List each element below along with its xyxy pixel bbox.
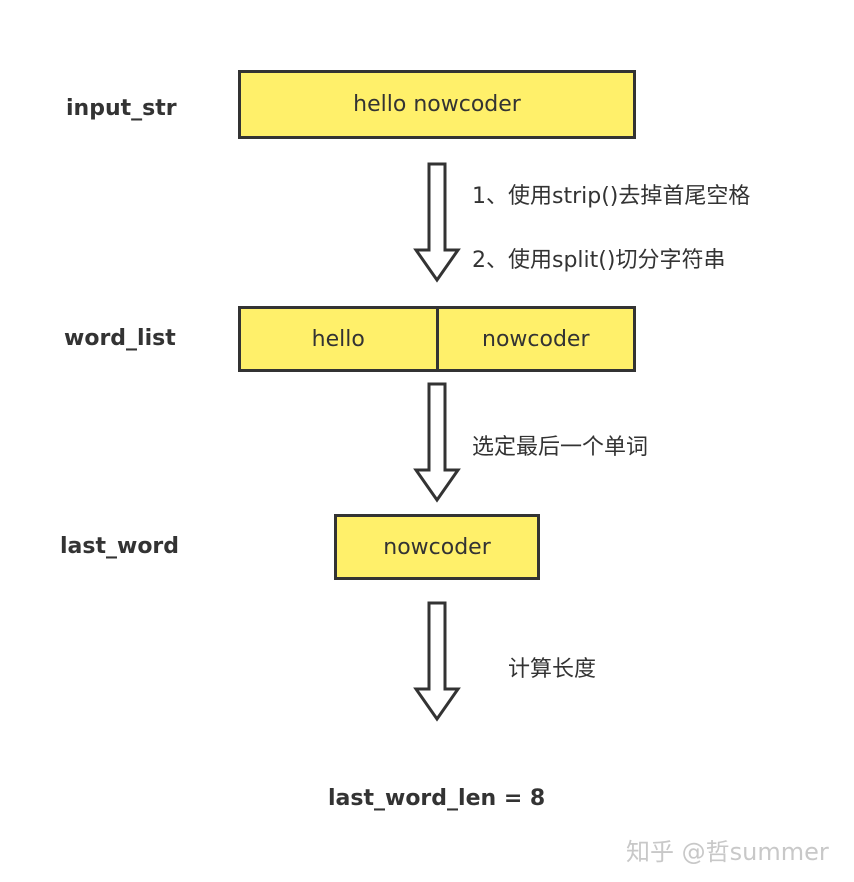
word-list-item: nowcoder bbox=[435, 309, 634, 369]
step-length-text: 计算长度 bbox=[508, 657, 597, 682]
step-strip-text: 1、使用strip()去掉首尾空格 bbox=[472, 184, 751, 209]
word-list-item: hello bbox=[311, 326, 365, 352]
last-word-box: nowcoder bbox=[334, 514, 540, 580]
arrow-down-icon bbox=[413, 162, 461, 283]
watermark: 知乎 @哲summer bbox=[626, 838, 829, 866]
input-str-label: input_str bbox=[66, 96, 177, 121]
input-str-box: hello nowcoder bbox=[238, 70, 636, 139]
arrow-down-icon bbox=[413, 601, 461, 722]
word-list-box: hello nowcoder bbox=[238, 306, 636, 372]
arrow-down-icon bbox=[413, 382, 461, 503]
word-list-label: word_list bbox=[64, 326, 176, 351]
result-text: last_word_len = 8 bbox=[328, 786, 546, 811]
step-select-text: 选定最后一个单词 bbox=[472, 435, 649, 460]
step-split-text: 2、使用split()切分字符串 bbox=[472, 248, 726, 273]
last-word-label: last_word bbox=[60, 534, 180, 559]
